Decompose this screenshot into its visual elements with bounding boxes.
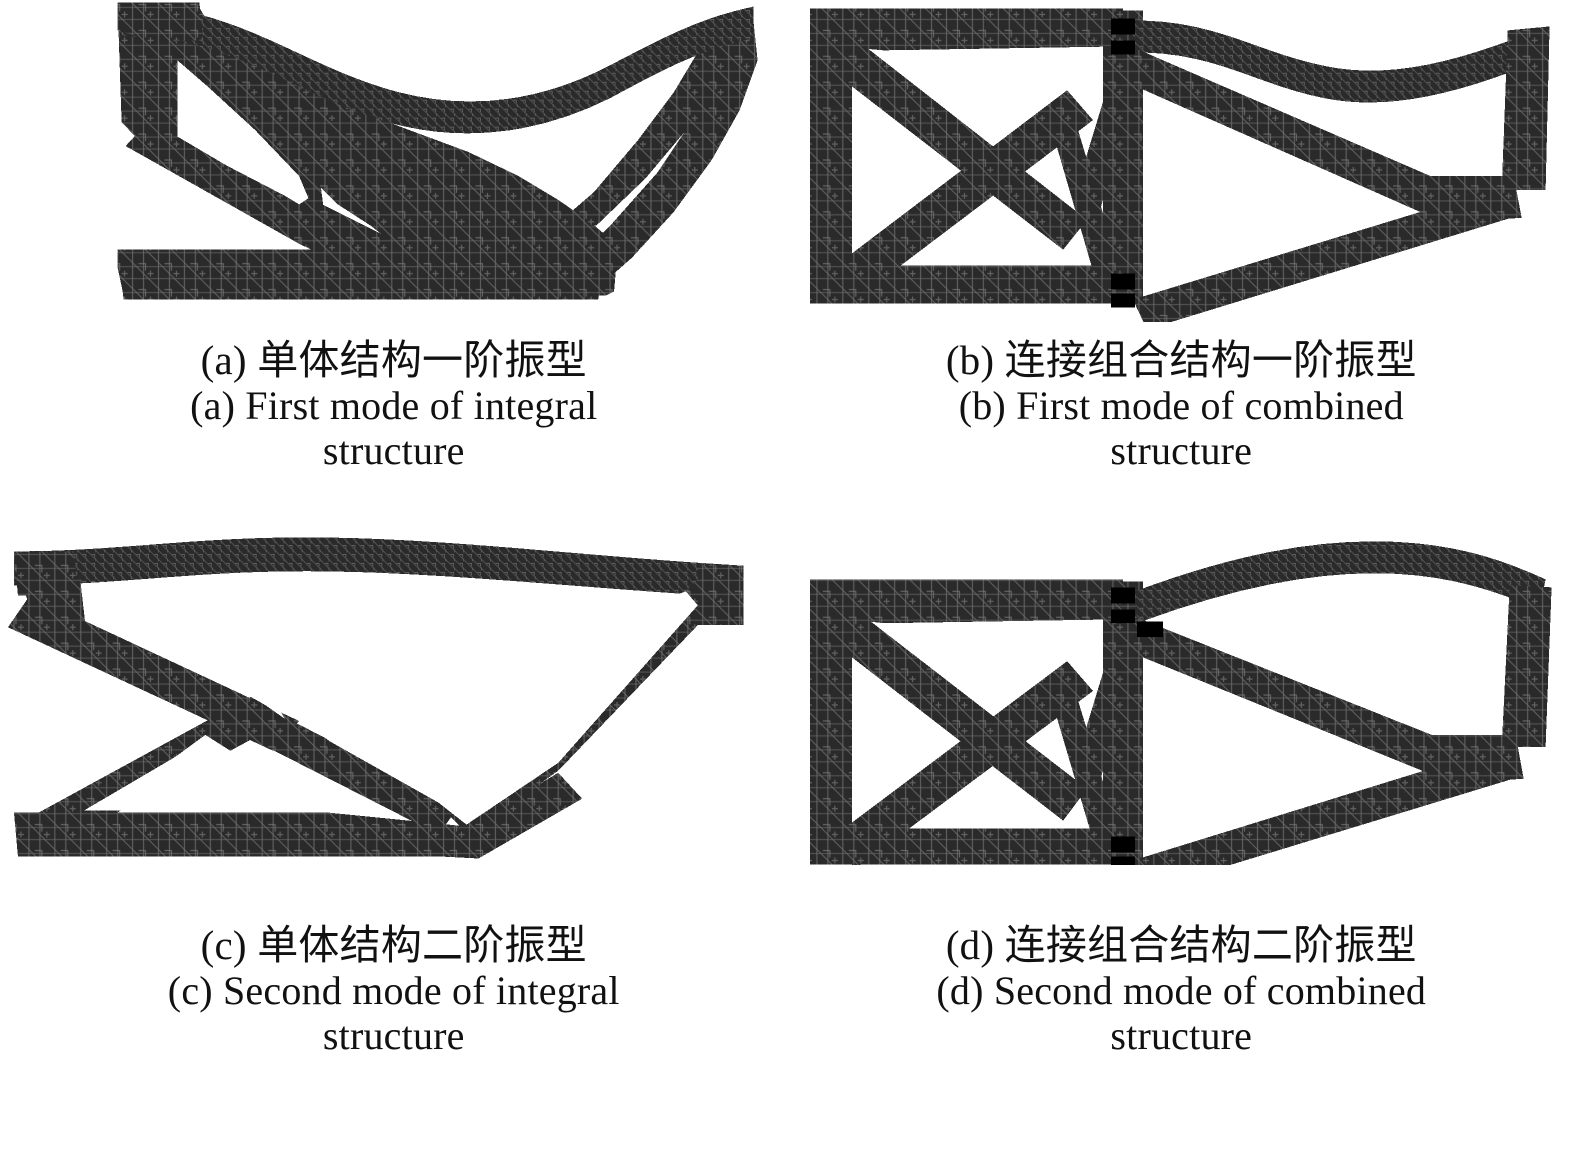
integral-structure-first-mode-diagram bbox=[117, 2, 758, 300]
left-top-chord bbox=[809, 8, 1123, 51]
panel-b-caption-cn: (b) 连接组合结构一阶振型 bbox=[945, 337, 1417, 383]
right-upper-diagonal bbox=[1112, 615, 1462, 779]
panel-a-figure bbox=[0, 0, 788, 322]
right-diagonal-member bbox=[564, 24, 750, 226]
panel-b-caption-en-line2: structure bbox=[1110, 427, 1253, 473]
panel-a-caption-en-line2: structure bbox=[322, 427, 465, 473]
integral-structure-second-mode-diagram bbox=[7, 537, 744, 859]
upper-curved-band bbox=[119, 4, 754, 134]
left-top-chord bbox=[809, 579, 1123, 624]
main-truss-body bbox=[117, 4, 619, 296]
left-anchor-block bbox=[117, 2, 204, 41]
right-lower-diagonal bbox=[1132, 744, 1520, 865]
panel-c-caption-en-line2: structure bbox=[322, 1012, 465, 1058]
right-lower-diagonal bbox=[1132, 185, 1518, 322]
connection-joint-mid bbox=[1136, 621, 1163, 638]
left-x-brace-down bbox=[825, 34, 1087, 250]
central-lower-brace bbox=[1052, 120, 1123, 292]
bottom-chord bbox=[117, 249, 603, 300]
structure-body bbox=[7, 537, 744, 859]
panel-a-caption-en-line1: (a) First mode of integral bbox=[190, 382, 598, 428]
left-end-web bbox=[809, 8, 852, 304]
right-upper-diagonal bbox=[1112, 46, 1458, 220]
central-diagonal-brace bbox=[125, 120, 391, 276]
panel-a-caption-cn: (a) 单体结构一阶振型 bbox=[200, 337, 587, 383]
right-vertex-block bbox=[1425, 734, 1524, 785]
left-x-brace-down bbox=[825, 605, 1087, 821]
connection-joint-top-2 bbox=[1110, 609, 1135, 624]
connection-joint-bottom-2 bbox=[1110, 293, 1135, 308]
combined-structure-first-mode-diagram bbox=[809, 8, 1550, 322]
connection-joint-top bbox=[1110, 587, 1135, 604]
connection-joint-top-2 bbox=[1110, 40, 1135, 55]
right-end-web bbox=[697, 565, 744, 626]
connection-joint-bottom bbox=[1110, 273, 1135, 290]
panel-d-caption-en-line1: (d) Second mode of combined bbox=[936, 967, 1427, 1013]
bottom-chord bbox=[13, 812, 469, 857]
center-descending-brace bbox=[239, 704, 459, 835]
panel-b: (b) 连接组合结构一阶振型 (b) First mode of combine… bbox=[788, 0, 1575, 535]
secondary-brace bbox=[285, 197, 469, 292]
left-x-brace-up bbox=[827, 90, 1093, 300]
panel-d-caption: (d) 连接组合结构二阶振型 (d) Second mode of combin… bbox=[788, 865, 1575, 1059]
right-column-member bbox=[568, 22, 758, 288]
lower-right-vee bbox=[438, 772, 583, 859]
upper-left-void bbox=[95, 601, 286, 719]
panel-b-caption: (b) 连接组合结构一阶振型 (b) First mode of combine… bbox=[788, 322, 1575, 474]
panel-c-caption: (c) 单体结构二阶振型 (c) Second mode of integral… bbox=[0, 865, 788, 1059]
left-end-web bbox=[809, 579, 852, 865]
panel-b-caption-en-line1: (b) First mode of combined bbox=[958, 382, 1404, 428]
connection-joint-bottom-2 bbox=[1110, 856, 1135, 865]
large-right-void bbox=[311, 591, 698, 825]
central-upper-brace bbox=[1072, 607, 1147, 785]
left-x-brace-up bbox=[827, 661, 1093, 865]
right-end-web bbox=[1501, 585, 1552, 747]
connection-joint-bottom bbox=[1110, 836, 1135, 853]
right-top-curved-band bbox=[1134, 20, 1546, 103]
panel-d: (d) 连接组合结构二阶振型 (d) Second mode of combin… bbox=[788, 535, 1575, 1168]
left-bottom-chord bbox=[809, 265, 1125, 304]
structure-body bbox=[809, 541, 1552, 865]
right-end-web bbox=[1501, 26, 1550, 190]
structure-body bbox=[809, 8, 1550, 322]
panel-b-figure bbox=[788, 0, 1575, 322]
panel-a: (a) 单体结构一阶振型 (a) First mode of integral … bbox=[0, 0, 788, 535]
panel-c-caption-cn: (c) 单体结构二阶振型 bbox=[200, 922, 587, 968]
panel-d-caption-cn: (d) 连接组合结构二阶振型 bbox=[945, 922, 1417, 968]
right-top-arched-band bbox=[1134, 541, 1546, 624]
panel-d-figure bbox=[788, 535, 1575, 865]
connection-joint-top bbox=[1110, 18, 1135, 35]
panel-c-figure bbox=[0, 535, 788, 865]
panel-c-caption-en-line1: (c) Second mode of integral bbox=[167, 967, 620, 1013]
central-lower-brace bbox=[1052, 691, 1123, 861]
right-vertex-block bbox=[1421, 175, 1522, 224]
upper-left-void bbox=[177, 60, 315, 214]
panel-d-caption-en-line2: structure bbox=[1110, 1012, 1253, 1058]
panel-c: (c) 单体结构二阶振型 (c) Second mode of integral… bbox=[0, 535, 788, 1168]
panel-a-caption: (a) 单体结构一阶振型 (a) First mode of integral … bbox=[0, 322, 788, 474]
upper-arched-band bbox=[13, 537, 740, 598]
lower-left-void bbox=[83, 734, 300, 811]
structure-body bbox=[117, 2, 758, 300]
combined-structure-second-mode-diagram bbox=[809, 541, 1552, 865]
